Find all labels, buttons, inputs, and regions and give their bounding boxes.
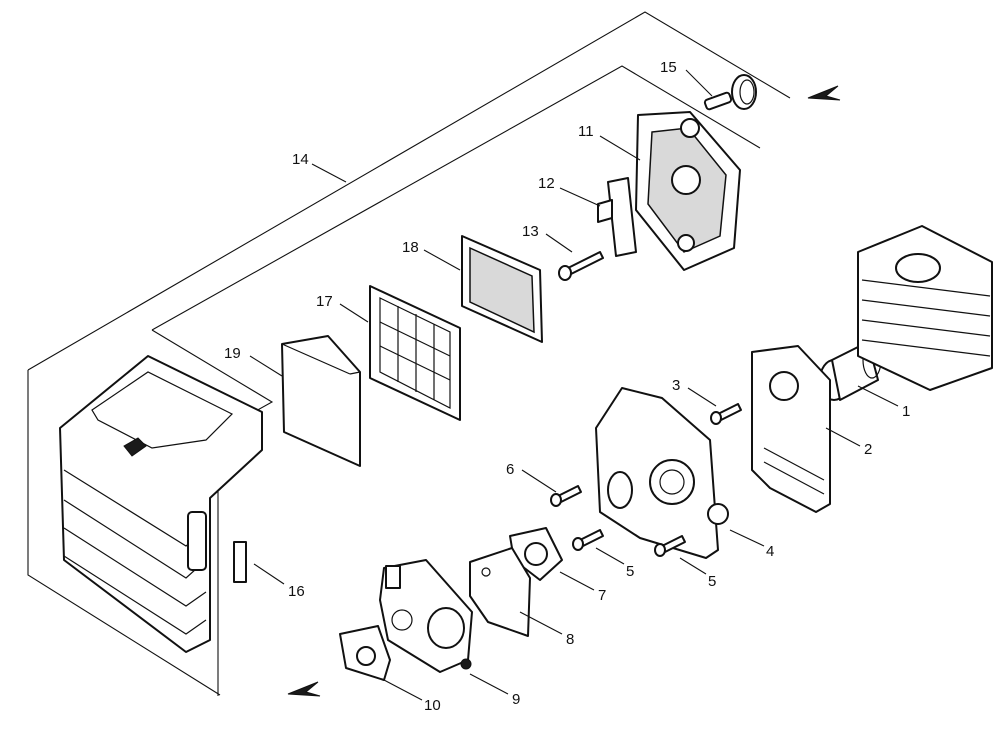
callout-16: 16 xyxy=(288,583,305,600)
callout-1: 1 xyxy=(902,403,910,420)
callout-4: 4 xyxy=(766,543,774,560)
air-cleaner-base xyxy=(635,111,741,271)
screw-5a xyxy=(572,529,604,551)
callout-18: 18 xyxy=(402,239,419,256)
air-filter xyxy=(461,235,543,343)
callout-15: 15 xyxy=(660,59,677,76)
carburetor xyxy=(379,559,473,673)
callout-11: 11 xyxy=(578,123,594,140)
filter-grid xyxy=(369,285,461,421)
cylinder xyxy=(857,225,993,391)
screw-6 xyxy=(550,485,582,507)
carburetor-bracket xyxy=(595,387,729,559)
callout-7: 7 xyxy=(598,587,606,604)
leader-lines xyxy=(249,69,899,701)
choke-plate xyxy=(597,177,637,257)
callout-9: 9 xyxy=(512,691,520,708)
callout-5a: 5 xyxy=(626,563,634,580)
assembly-bracket-inner xyxy=(151,65,761,331)
warning-label xyxy=(233,541,247,583)
callout-14: 14 xyxy=(292,151,309,168)
callout-10: 10 xyxy=(424,697,441,714)
callout-3: 3 xyxy=(672,377,680,394)
screw-3 xyxy=(710,403,742,425)
arrow-right-bottom xyxy=(287,681,321,697)
air-cleaner-cover xyxy=(59,355,263,653)
arrow-right-top xyxy=(807,85,841,101)
insulator xyxy=(751,345,831,513)
callout-13: 13 xyxy=(522,223,539,240)
callout-12: 12 xyxy=(538,175,555,192)
air-cleaner-knob xyxy=(703,74,757,111)
callout-19: 19 xyxy=(224,345,241,362)
carburetor-gasket xyxy=(469,547,531,637)
callout-5b: 5 xyxy=(708,573,716,590)
insulator-gasket xyxy=(339,625,391,681)
callout-17: 17 xyxy=(316,293,333,310)
screw-5b xyxy=(654,535,686,557)
assembly-bracket-outer-left xyxy=(27,370,221,696)
callout-6: 6 xyxy=(506,461,514,478)
pre-filter-sponge xyxy=(281,335,361,467)
callout-2: 2 xyxy=(864,441,872,458)
assembly-bracket-outer xyxy=(27,11,791,371)
callout-8: 8 xyxy=(566,631,574,648)
bolt-13 xyxy=(558,251,604,281)
